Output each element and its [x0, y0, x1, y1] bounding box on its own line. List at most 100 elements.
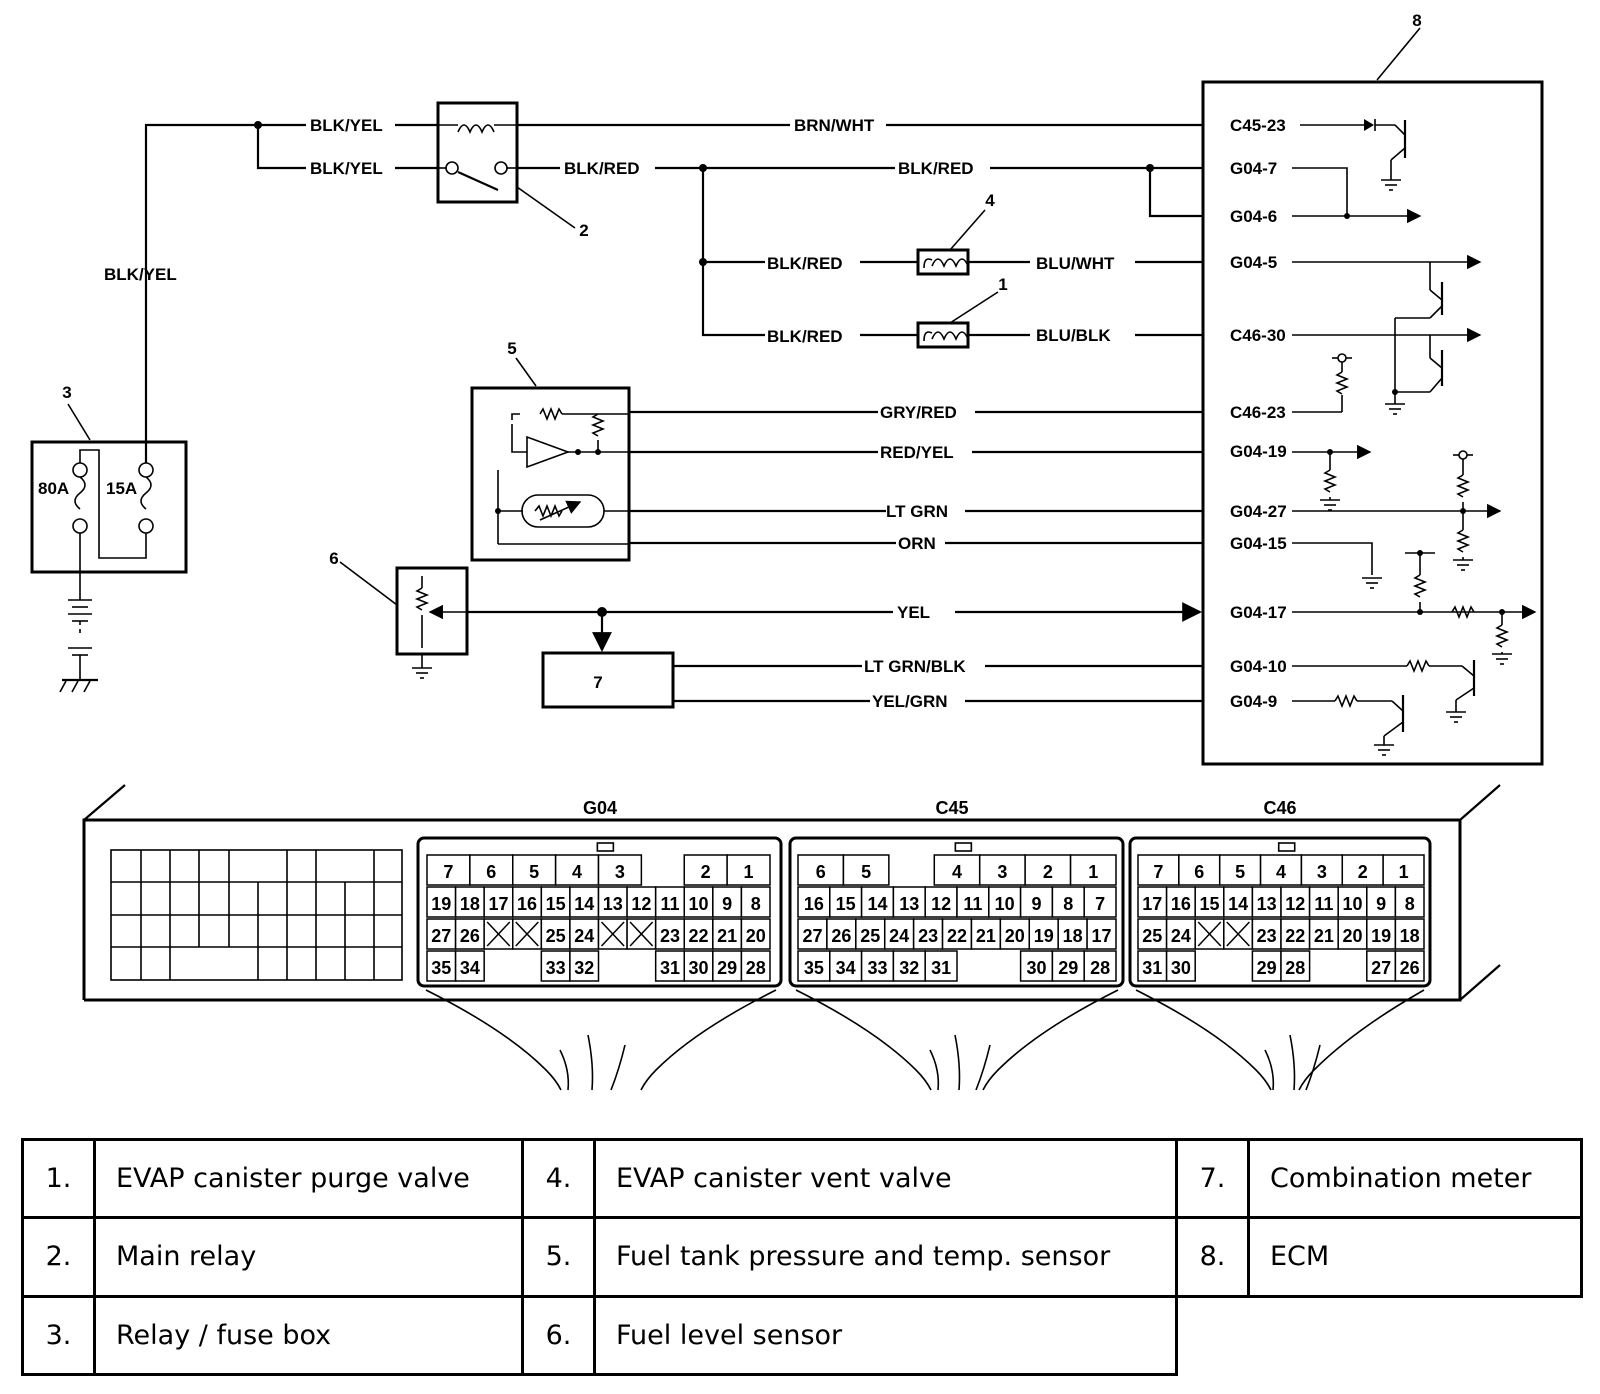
wire-label-lt-grn: LT GRN — [886, 502, 948, 521]
connector-pin-cell — [1394, 950, 1425, 982]
wire-label-blk-red-main: BLK/RED — [898, 159, 974, 178]
connector-pin-cell — [654, 886, 686, 918]
wire-label-orn: ORN — [898, 534, 936, 553]
connector-pin-number: 20 — [746, 926, 766, 946]
ecm-pin-c46-30: C46-30 — [1230, 326, 1286, 345]
ecm-pin-g04-27: G04-27 — [1230, 502, 1287, 521]
connector-pin-number: 15 — [836, 894, 856, 914]
connector-pin-number: 6 — [486, 862, 496, 882]
connector-pin-cell — [683, 886, 714, 918]
ecm-pin-g04-6: G04-6 — [1230, 207, 1277, 226]
connector-pin-number: 4 — [572, 862, 582, 882]
connector-latch — [1277, 842, 1296, 852]
connector-pin-number: 22 — [947, 926, 967, 946]
wire-label-blk-red-vent: BLK/RED — [767, 254, 843, 273]
component-label-6: 6 — [329, 549, 338, 568]
connector-pin-number: 24 — [574, 926, 594, 946]
connector-pin-number: 4 — [952, 862, 962, 882]
connector-pin-number: 28 — [1090, 958, 1110, 978]
connector-pin-cell — [740, 918, 771, 950]
connector-pin-cell — [726, 854, 771, 886]
connector-latch — [954, 842, 973, 852]
connector-pin-cell — [1308, 886, 1339, 918]
connector-pin-number: 21 — [1314, 926, 1334, 946]
connector-pin-number: 8 — [1063, 894, 1073, 914]
connector-pin-cell — [999, 918, 1031, 950]
connector-pin-number: 25 — [546, 926, 566, 946]
connector-pin-cell — [855, 918, 886, 950]
component-label-4: 4 — [985, 191, 995, 210]
connector-pin-number: 14 — [574, 894, 594, 914]
connector-pin-number: 12 — [931, 894, 951, 914]
connector-pin-number: 5 — [1235, 862, 1245, 882]
legend-text: EVAP canister vent valve — [593, 1137, 1178, 1220]
connector-pin-number: 34 — [836, 958, 856, 978]
ecm-pin-g04-7: G04-7 — [1230, 159, 1277, 178]
wire-label-blk-yel-top: BLK/YEL — [310, 116, 383, 135]
legend-number: 1. — [21, 1137, 96, 1220]
legend-text: Relay / fuse box — [93, 1294, 524, 1377]
connector-pin-cell — [683, 950, 714, 982]
connector-pin-cell — [1366, 950, 1397, 982]
connector-pin-number: 8 — [751, 894, 761, 914]
legend-number: 8. — [1175, 1216, 1250, 1298]
connector-pin-cell — [454, 950, 485, 982]
connector-pin-number: 13 — [603, 894, 623, 914]
connector-pin-number: 14 — [867, 894, 887, 914]
connector-pin-number: 22 — [1285, 926, 1305, 946]
connector-pin-number: 3 — [615, 862, 625, 882]
connector-pin-cell — [740, 950, 771, 982]
connector-pin-number: 25 — [1142, 926, 1162, 946]
connector-pin-cell — [1137, 854, 1180, 886]
connector-pin-number: 11 — [660, 894, 679, 914]
connector-pin-number: 33 — [867, 958, 887, 978]
connector-pin-number: 17 — [488, 894, 508, 914]
legend-number: 6. — [521, 1294, 596, 1377]
connector-pin-number: 4 — [1276, 862, 1286, 882]
connector-pin-number: 13 — [1257, 894, 1277, 914]
ecm-box — [1201, 80, 1544, 766]
connector-pin-cell — [1165, 950, 1196, 982]
connector-pin-number: 22 — [689, 926, 709, 946]
connector-pin-number: 35 — [804, 958, 824, 978]
connector-pin-cell — [454, 918, 485, 950]
connector-pin-cell — [860, 950, 895, 982]
connector-pin-cell — [829, 950, 863, 982]
blank-pin-cross — [486, 921, 511, 947]
connector-pin-number: 32 — [574, 958, 594, 978]
connector-pin-number: 19 — [431, 894, 451, 914]
connector-pin-number: 6 — [1194, 862, 1204, 882]
connector-pin-number: 30 — [689, 958, 709, 978]
connector-pin-cell — [1024, 854, 1072, 886]
connector-pin-number: 8 — [1405, 894, 1415, 914]
connector-pin-number: 29 — [1257, 958, 1277, 978]
connector-pin-number: 23 — [918, 926, 938, 946]
connector-pin-cell — [426, 854, 471, 886]
wire-label-blu-blk: BLU/BLK — [1036, 326, 1111, 345]
ecm-pin-labels: C45-23 G04-7 G04-6 G04-5 C46-30 C46-23 G… — [1230, 116, 1287, 711]
connector-pin-cell — [1028, 918, 1059, 950]
connector-pin-number: 2 — [1043, 862, 1053, 882]
evap-vent-valve — [916, 248, 970, 276]
connector-pin-cell — [512, 854, 557, 886]
connector-pin-cell — [842, 854, 890, 886]
connector-pin-number: 35 — [431, 958, 451, 978]
connector-pin-cell — [892, 950, 926, 982]
connector-pin-cell — [1394, 918, 1425, 950]
connector-pin-cell — [712, 918, 743, 950]
connector-pin-cell — [554, 854, 600, 886]
connector-pin-cell — [797, 950, 831, 982]
connector-pin-cell — [1137, 950, 1168, 982]
legend-number: 4. — [521, 1137, 596, 1220]
connector-pin-cell — [1382, 854, 1425, 886]
blank-pin-cross — [629, 921, 654, 947]
component-label-1: 1 — [998, 275, 1007, 294]
connector-pin-cell — [1337, 886, 1368, 918]
ecm-pin-g04-9: G04-9 — [1230, 692, 1277, 711]
wire-label-yel: YEL — [897, 603, 930, 622]
connector-pin-number: 11 — [1314, 894, 1333, 914]
connector-pin-cell — [1083, 950, 1117, 982]
component-label-7: 7 — [593, 673, 602, 692]
connector-pin-cell — [469, 854, 514, 886]
connector-pin-cell — [1069, 854, 1117, 886]
